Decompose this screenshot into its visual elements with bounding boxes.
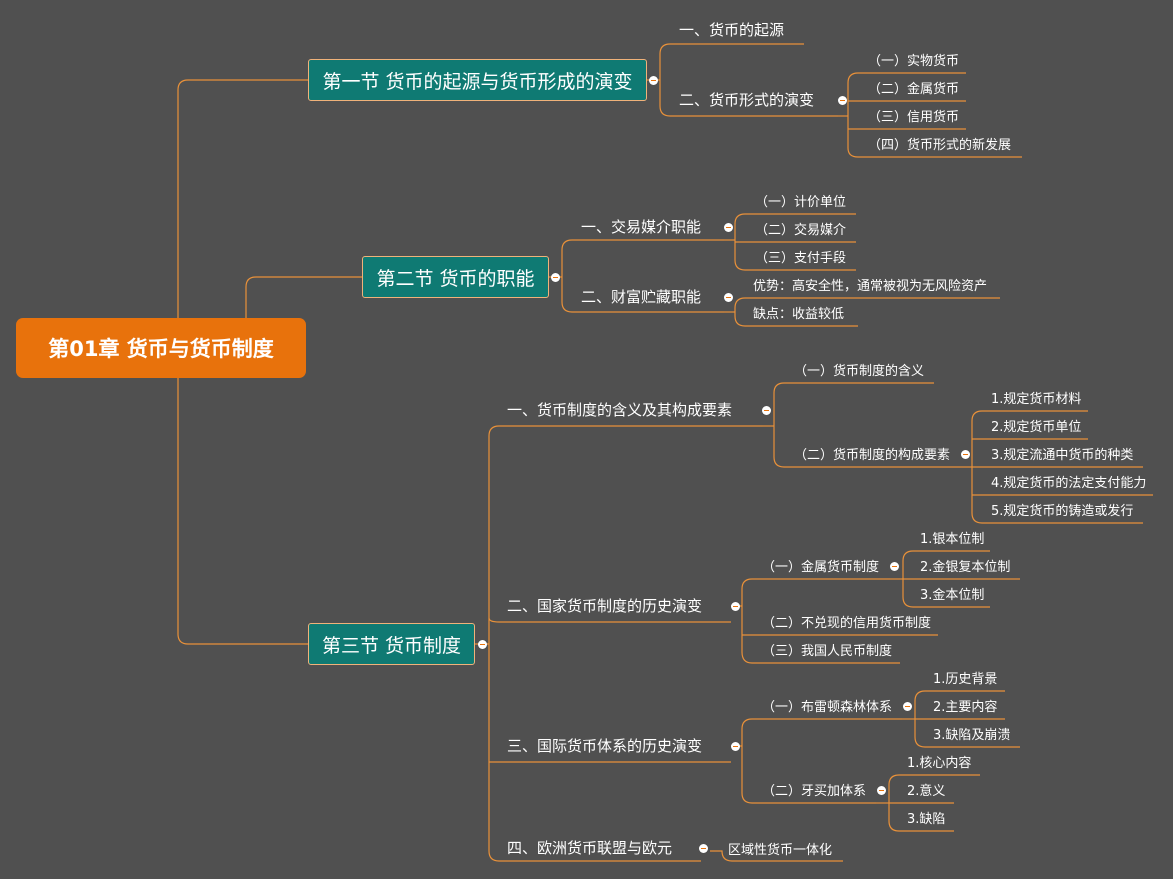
leaf-node[interactable]: 3.缺陷及崩溃 xyxy=(933,728,1011,743)
leaf-node[interactable]: 1.核心内容 xyxy=(907,756,972,771)
collapse-icon[interactable] xyxy=(551,273,560,282)
collapse-icon[interactable] xyxy=(838,96,847,105)
leaf-node[interactable]: 优势：高安全性，通常被视为无风险资产 xyxy=(753,279,988,294)
topic-node[interactable]: 一、货币的起源 xyxy=(679,21,785,39)
collapse-icon[interactable] xyxy=(731,602,740,611)
leaf-node[interactable]: （二）交易媒介 xyxy=(755,223,847,238)
leaf-node[interactable]: （四）货币形式的新发展 xyxy=(868,138,1012,153)
collapse-icon[interactable] xyxy=(478,640,487,649)
collapse-icon[interactable] xyxy=(724,293,733,302)
sub-node[interactable]: （三）我国人民币制度 xyxy=(762,644,893,659)
leaf-node[interactable]: （一）实物货币 xyxy=(868,54,960,69)
topic-node[interactable]: 二、财富贮藏职能 xyxy=(581,288,702,306)
topic-node[interactable]: 一、交易媒介职能 xyxy=(581,218,702,236)
collapse-icon[interactable] xyxy=(724,223,733,232)
topic-node[interactable]: 一、货币制度的含义及其构成要素 xyxy=(507,401,733,419)
leaf-node[interactable]: （三）支付手段 xyxy=(755,251,847,266)
sub-node[interactable]: （二）货币制度的构成要素 xyxy=(794,448,951,463)
sub-node[interactable]: （二）牙买加体系 xyxy=(762,784,867,799)
leaf-node[interactable]: 4.规定货币的法定支付能力 xyxy=(991,476,1147,491)
leaf-node[interactable]: 2.主要内容 xyxy=(933,700,998,715)
collapse-icon[interactable] xyxy=(903,702,912,711)
sub-node[interactable]: （二）不兑现的信用货币制度 xyxy=(762,616,932,631)
section-1-node[interactable]: 第一节 货币的起源与货币形成的演变 xyxy=(308,59,647,101)
leaf-node[interactable]: 3.缺陷 xyxy=(907,812,946,827)
topic-node[interactable]: 三、国际货币体系的历史演变 xyxy=(507,737,703,755)
sub-node[interactable]: （一）金属货币制度 xyxy=(762,560,880,575)
leaf-node[interactable]: 2.规定货币单位 xyxy=(991,420,1082,435)
collapse-icon[interactable] xyxy=(731,742,740,751)
sub-node[interactable]: （一）货币制度的含义 xyxy=(794,364,925,379)
leaf-node[interactable]: 5.规定货币的铸造或发行 xyxy=(991,504,1134,519)
topic-node[interactable]: 二、货币形式的演变 xyxy=(679,91,815,109)
leaf-node[interactable]: 1.规定货币材料 xyxy=(991,392,1082,407)
section-2-node[interactable]: 第二节 货币的职能 xyxy=(362,256,549,298)
collapse-icon[interactable] xyxy=(890,562,899,571)
root-node[interactable]: 第01章 货币与货币制度 xyxy=(16,318,306,378)
leaf-node[interactable]: 2.金银复本位制 xyxy=(920,560,1011,575)
collapse-icon[interactable] xyxy=(649,76,658,85)
leaf-node[interactable]: （一）计价单位 xyxy=(755,195,847,210)
leaf-node[interactable]: 2.意义 xyxy=(907,784,946,799)
topic-node[interactable]: 四、欧洲货币联盟与欧元 xyxy=(507,839,673,857)
collapse-icon[interactable] xyxy=(877,786,886,795)
leaf-node[interactable]: 3.金本位制 xyxy=(920,588,985,603)
leaf-node[interactable]: 3.规定流通中货币的种类 xyxy=(991,448,1134,463)
section-3-node[interactable]: 第三节 货币制度 xyxy=(308,623,475,665)
sub-node[interactable]: （一）布雷顿森林体系 xyxy=(762,700,893,715)
leaf-node[interactable]: 缺点：收益较低 xyxy=(753,307,845,322)
leaf-node[interactable]: （二）金属货币 xyxy=(868,82,960,97)
collapse-icon[interactable] xyxy=(762,406,771,415)
leaf-node[interactable]: 1.银本位制 xyxy=(920,532,985,547)
leaf-node[interactable]: （三）信用货币 xyxy=(868,110,960,125)
topic-node[interactable]: 二、国家货币制度的历史演变 xyxy=(507,597,703,615)
collapse-icon[interactable] xyxy=(961,450,970,459)
leaf-node[interactable]: 1.历史背景 xyxy=(933,672,998,687)
leaf-node[interactable]: 区域性货币一体化 xyxy=(728,843,833,858)
collapse-icon[interactable] xyxy=(699,844,708,853)
